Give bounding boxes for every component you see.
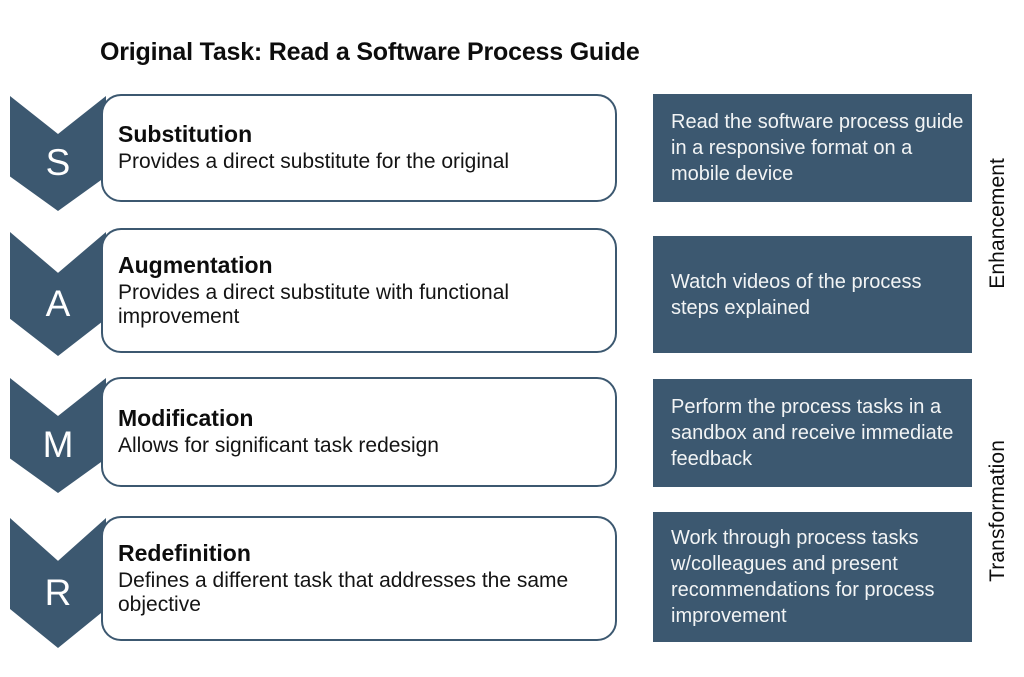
level-name: Augmentation [118, 251, 273, 278]
level-card-augmentation: Augmentation Provides a direct substitut… [101, 228, 617, 353]
level-card-redefinition: Redefinition Defines a different task th… [101, 516, 617, 641]
level-name: Substitution [118, 121, 253, 148]
level-card-substitution: Substitution Provides a direct substitut… [101, 94, 617, 202]
level-letter: R [44, 571, 72, 613]
level-badge-r: R [10, 518, 106, 648]
level-letter: S [45, 142, 71, 183]
level-badge-a: A [10, 232, 106, 356]
level-description: Provides a direct substitute with functi… [118, 280, 510, 329]
level-badge-m: M [10, 378, 106, 493]
level-letter: M [42, 424, 74, 465]
category-label-enhancement: Enhancement [978, 94, 1018, 353]
example-text: Read the software process guide in a res… [671, 111, 964, 185]
level-description: Allows for significant task redesign [118, 434, 439, 458]
level-letter: A [45, 282, 71, 324]
example-text: Work through process tasks w/colleagues … [671, 527, 935, 627]
example-box-modification: Perform the process tasks in a sandbox a… [653, 379, 972, 487]
level-description: Provides a direct substitute for the ori… [118, 150, 510, 174]
example-text: Perform the process tasks in a sandbox a… [671, 396, 954, 470]
level-badge-s: S [10, 96, 106, 211]
example-box-redefinition: Work through process tasks w/colleagues … [653, 512, 972, 642]
category-label-transformation: Transformation [978, 379, 1018, 642]
category-label-text: Transformation [986, 439, 1009, 582]
level-name: Redefinition [118, 539, 251, 566]
level-card-modification: Modification Allows for significant task… [101, 377, 617, 487]
example-box-substitution: Read the software process guide in a res… [653, 94, 972, 202]
example-box-augmentation: Watch videos of the process steps explai… [653, 236, 972, 353]
level-description: Defines a different task that addresses … [118, 568, 569, 617]
category-label-text: Enhancement [986, 158, 1009, 289]
level-name: Modification [118, 405, 254, 432]
page-title: Original Task: Read a Software Process G… [100, 38, 640, 66]
example-text: Watch videos of the process steps explai… [671, 270, 922, 319]
